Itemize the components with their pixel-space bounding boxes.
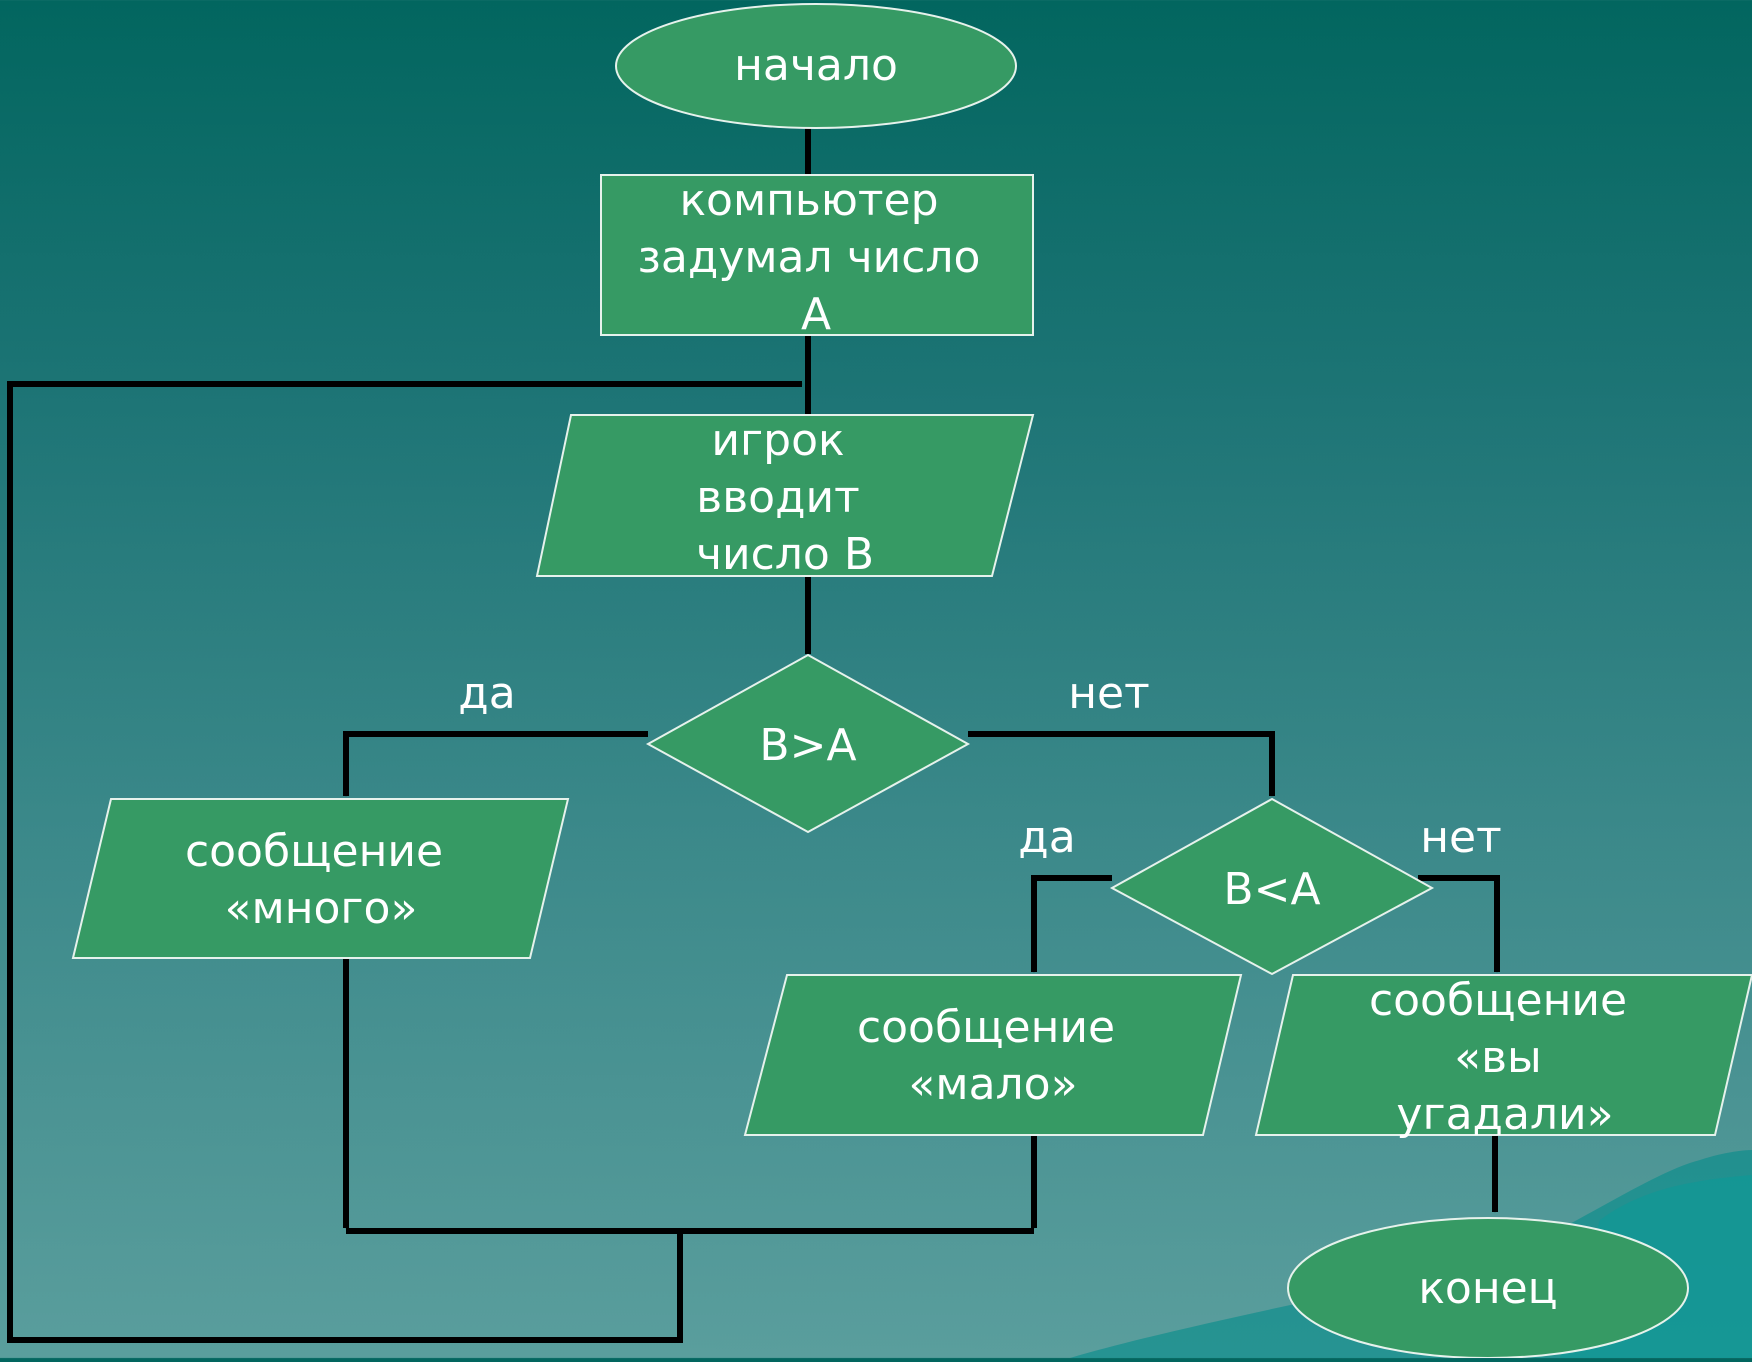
edge-cond1-no	[968, 731, 1275, 797]
many-label: сообщение «много»	[185, 826, 457, 934]
cond1-decision	[645, 653, 971, 834]
edge-cond2-no	[1418, 875, 1500, 973]
guess-output	[1254, 974, 1752, 1136]
many-label-line-1: сообщение	[185, 826, 443, 877]
cond2-no-label: нет	[1420, 812, 1501, 863]
cond2-decision	[1109, 797, 1435, 976]
cond2-yes-label: да	[1018, 812, 1075, 863]
cond2-label: В<А	[1223, 864, 1320, 915]
loop-back-line	[7, 381, 803, 1343]
cond1-yes-label: да	[458, 668, 515, 719]
think-label-line-3: А	[801, 289, 831, 340]
start-label: начало	[734, 40, 898, 91]
edge-cond2-yes	[1031, 875, 1112, 973]
few-label-line-2: «мало»	[908, 1059, 1077, 1110]
guess-label-line-3: угадали»	[1396, 1089, 1613, 1140]
input-parallelogram	[535, 414, 1035, 577]
input-label-line-3: число В	[696, 529, 874, 580]
input-label: игрок вводит число В	[696, 415, 874, 580]
few-label-line-1: сообщение	[857, 1002, 1115, 1053]
think-process	[600, 174, 1034, 336]
cond1-label: В>А	[759, 720, 856, 771]
guess-label: сообщение «вы угадали»	[1369, 975, 1641, 1140]
edge-cond1-yes	[343, 731, 648, 797]
think-label-line-1: компьютер	[679, 175, 938, 226]
think-label-line-2: задумал число	[638, 232, 981, 283]
cond1-no-label: нет	[1068, 668, 1149, 719]
guess-label-line-1: сообщение	[1369, 975, 1627, 1026]
few-label: сообщение «мало»	[857, 1002, 1129, 1110]
start-terminal	[615, 3, 1017, 129]
few-output	[743, 974, 1243, 1136]
think-label: компьютер задумал число А	[638, 175, 995, 340]
end-label: конец	[1418, 1263, 1557, 1314]
input-label-line-1: игрок	[711, 415, 844, 466]
guess-label-line-2: «вы	[1454, 1032, 1542, 1083]
input-label-line-2: вводит	[696, 472, 859, 523]
many-label-line-2: «много»	[225, 883, 418, 934]
many-output	[71, 798, 570, 959]
